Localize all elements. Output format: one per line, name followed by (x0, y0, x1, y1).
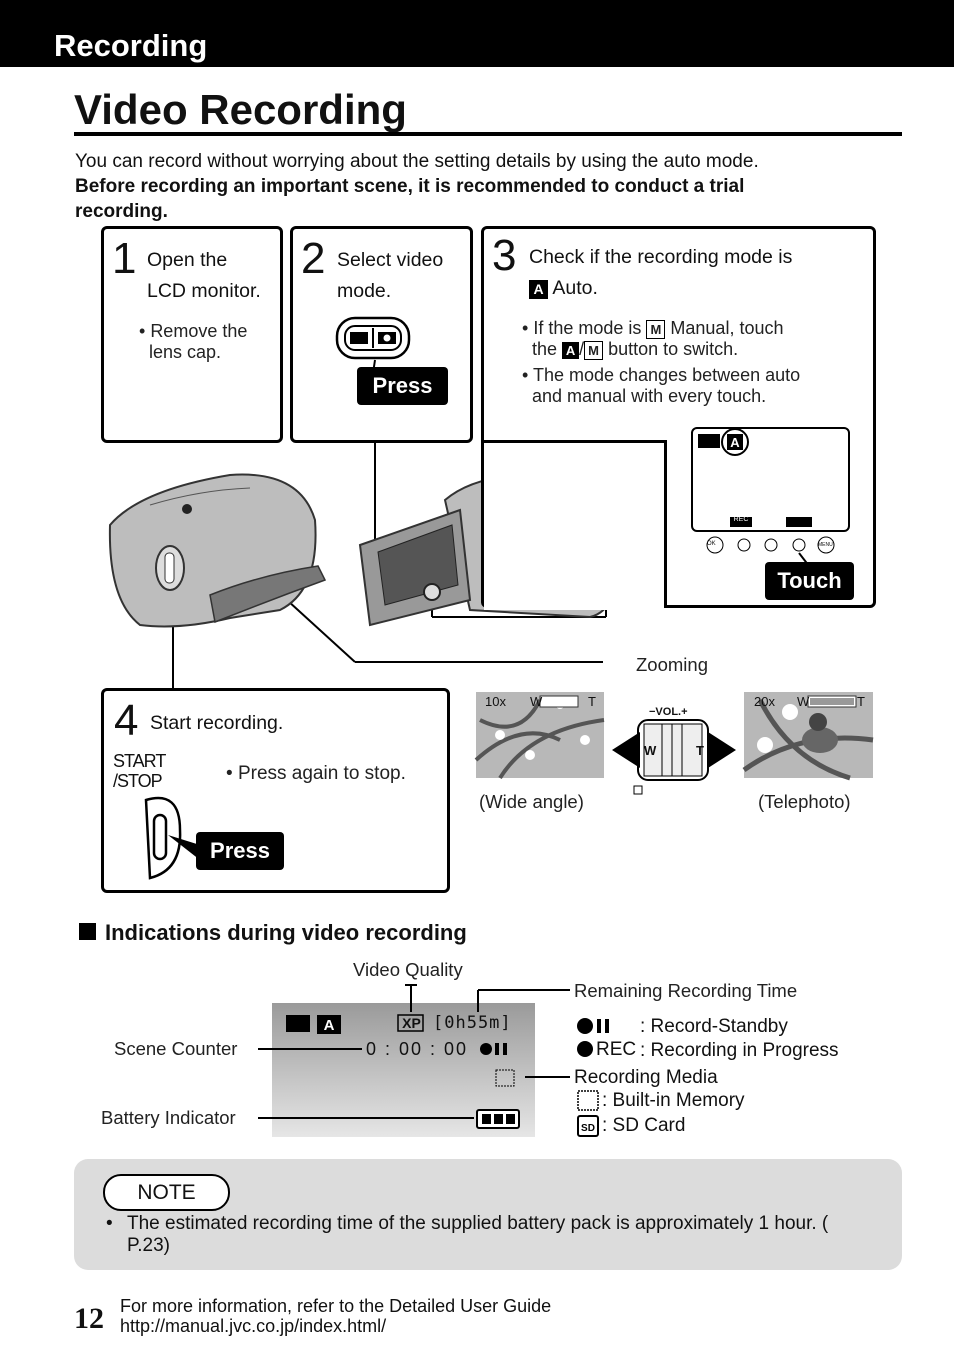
intro-line: You can record without worrying about th… (75, 151, 759, 172)
mode-switch-illustration (335, 316, 411, 381)
standby-text: : Record-Standby (640, 1016, 788, 1037)
auto-icon: A (529, 280, 548, 299)
step-text-line: Open the (147, 249, 228, 271)
touch-label: Touch (765, 562, 854, 600)
step-text-line: mode. (337, 280, 392, 302)
lcd-screen-illustration: A (691, 427, 850, 567)
start-stop-button-illustration (144, 796, 200, 880)
step-2-box: 2 Select video mode. Press (290, 226, 473, 443)
manual-icon: M (584, 341, 604, 360)
vol-label: −VOL.+ (649, 706, 688, 718)
step-number: 3 (492, 231, 517, 280)
section-header-bar: Recording (0, 0, 954, 67)
step-text-line: Check if the recording mode is (529, 246, 793, 268)
auto-manual-toggle-icon: A (562, 342, 580, 359)
intro-text: You can record without worrying about th… (75, 149, 875, 224)
press-label: Press (357, 367, 448, 405)
step-text-line: LCD monitor. (147, 280, 261, 302)
step-3-cutout (484, 440, 664, 610)
zoom-lever-illustration (612, 719, 736, 795)
step-3-edge (664, 440, 667, 608)
step-1-box: 1 Open the LCD monitor. • Remove the len… (101, 226, 283, 443)
note-line: lens cap. (149, 342, 222, 362)
start-stop-label: START /STOP (113, 751, 166, 791)
step-note: • Remove the lens cap. (139, 321, 248, 362)
footer-text: For more information, refer to the Detai… (120, 1296, 551, 1336)
screen-remaining-time: [0h55m] (433, 1013, 512, 1033)
tele-w-label: W (797, 694, 810, 709)
svg-text:A: A (730, 435, 740, 450)
note-line: button to switch. (608, 339, 739, 359)
note-line: Manual, touch (670, 318, 784, 338)
page-title: Video Recording (74, 86, 407, 133)
wide-t-label: T (588, 694, 596, 709)
start-label: START (113, 751, 166, 771)
note-line: If the mode is (533, 318, 642, 338)
step-text: Open the LCD monitor. (147, 245, 261, 307)
step-text-line: Select video (337, 249, 444, 271)
note-line: and manual with every touch. (532, 386, 767, 406)
lcd-ok-label: OK (707, 541, 716, 547)
step-4-box: 4 Start recording. START /STOP • Press a… (101, 688, 450, 893)
telephoto-caption: (Telephoto) (758, 791, 851, 812)
footer-line: For more information, refer to the Detai… (120, 1296, 552, 1316)
note-line: The mode changes between auto (532, 365, 801, 385)
wide-w-label: W (530, 694, 543, 709)
telephoto-photo (742, 692, 874, 781)
note-text: The estimated recording time of the supp… (127, 1213, 829, 1256)
step-text: Select video mode. (337, 245, 443, 307)
intro-warning: Before recording an important scene, it … (75, 176, 745, 222)
note-label: NOTE (103, 1174, 230, 1211)
step-number: 1 (112, 234, 137, 283)
in-progress-text: : Recording in Progress (640, 1040, 839, 1061)
stop-label: /STOP (113, 771, 163, 791)
press-label: Press (196, 832, 284, 870)
wide-zoom-readout: 10x (485, 694, 506, 709)
step-3-edge (481, 440, 667, 443)
screen-quality: XP (402, 1015, 421, 1031)
note-line: Press again to stop. (237, 763, 406, 784)
step-text: Start recording. (150, 712, 284, 734)
builtin-memory-text: : Built-in Memory (602, 1090, 745, 1111)
rec-text: REC (596, 1039, 637, 1060)
recording-screen-illustration: A (272, 1003, 535, 1137)
wide-angle-photo (474, 692, 605, 780)
sd-card-text: : SD Card (602, 1115, 686, 1136)
title-rule (74, 132, 902, 136)
wide-angle-caption: (Wide angle) (479, 791, 584, 812)
lever-t-label: T (696, 743, 704, 758)
section-title: Recording (54, 28, 208, 63)
remaining-time-label: Remaining Recording Time (574, 980, 798, 1001)
note-bullet: • (106, 1213, 113, 1234)
step-3-box (481, 226, 876, 608)
step-note: • If the mode is M Manual, touch the A/M… (522, 318, 801, 406)
video-quality-label: Video Quality (353, 959, 463, 980)
lcd-rec-label: REC (733, 516, 749, 523)
step-text-line: Auto. (552, 277, 598, 299)
svg-text:SD: SD (581, 1123, 595, 1134)
note-line: Remove the (150, 321, 248, 341)
step-number: 2 (301, 234, 326, 283)
manual-icon: M (646, 320, 666, 339)
page-number: 12 (74, 1302, 104, 1335)
recording-media-label: Recording Media (574, 1067, 718, 1088)
zoom-label: Zooming (636, 654, 708, 675)
tele-zoom-readout: 20x (754, 694, 775, 709)
battery-indicator-label: Battery Indicator (101, 1107, 236, 1128)
lcd-menu-label: MENU (818, 542, 833, 548)
camcorder-left-illustration (108, 473, 327, 628)
indications-heading: Indications during video recording (105, 920, 467, 945)
step-text: Check if the recording mode is A Auto. (529, 242, 792, 304)
step-text-line: A Auto. (529, 273, 792, 304)
step-number: 4 (114, 696, 139, 745)
lever-w-label: W (644, 743, 657, 758)
step-note: • Press again to stop. (226, 763, 406, 784)
footer-url[interactable]: http://manual.jvc.co.jp/index.html/ (120, 1316, 387, 1336)
tele-t-label: T (857, 694, 865, 709)
scene-counter-label: Scene Counter (114, 1038, 238, 1059)
screen-counter: 0 : 00 : 00 (366, 1039, 469, 1059)
svg-text:A: A (324, 1017, 335, 1034)
note-line: the (532, 339, 558, 359)
